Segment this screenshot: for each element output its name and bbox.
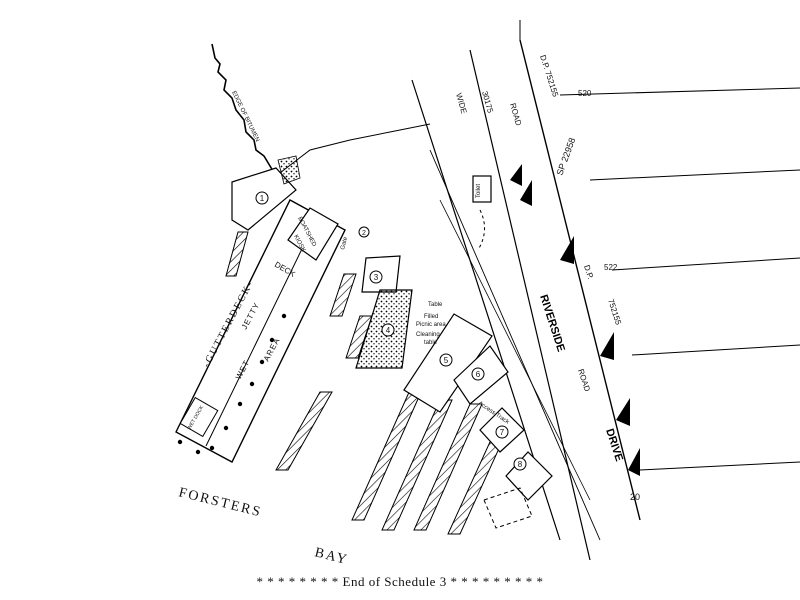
cleaning-label: Cleaning xyxy=(416,332,440,338)
gate-label: Gate xyxy=(340,236,349,251)
table-label: Table xyxy=(428,302,443,308)
dp-752155-top-label: D.P. 752155 xyxy=(538,54,560,99)
road-mid-label: ROAD xyxy=(576,368,592,393)
wet-dock-box xyxy=(179,396,219,438)
edge-of-bitumen-line xyxy=(275,123,431,177)
toilets-label: Toilet xyxy=(476,184,482,198)
lot-520-label: 520 xyxy=(578,89,592,98)
dp-752155-right-label: 752155 xyxy=(606,298,623,327)
road-top-label: ROAD xyxy=(508,102,523,127)
cleaning-table-label: table xyxy=(424,340,438,346)
riverside-label: RIVERSIDE xyxy=(537,293,567,353)
sp-22958-label: SP 22958 xyxy=(554,136,577,176)
marker-8: 8 xyxy=(518,460,523,469)
lot-522-label: 522 xyxy=(604,263,618,272)
edge-of-bitumen-label: EDGE OF BITUMEN xyxy=(230,90,260,143)
wide-label: WIDE xyxy=(454,92,468,115)
marker-7: 7 xyxy=(500,428,505,437)
dp-522-label: D.P. xyxy=(582,264,595,281)
jetty-inner-line xyxy=(205,215,319,447)
road-chevrons xyxy=(510,164,640,476)
marker-2: 2 xyxy=(362,230,366,237)
stipple-patch-top xyxy=(277,155,301,185)
jetty-bollards xyxy=(177,313,287,455)
hatched-strips xyxy=(225,231,513,535)
jetty-structure xyxy=(175,199,346,463)
marker-3: 3 xyxy=(374,273,379,282)
picnic-area-label: Picnic area xyxy=(416,322,446,328)
toilet-block xyxy=(472,175,492,203)
marker-1: 1 xyxy=(260,194,265,203)
forsters-label: FORSTERS xyxy=(177,485,263,520)
schedule-footer: * * * * * * * * End of Schedule 3 * * * … xyxy=(256,574,544,589)
shoreline xyxy=(211,43,277,177)
boatshed-kiosk xyxy=(287,207,339,261)
marker-5: 5 xyxy=(444,356,449,365)
marker-6: 6 xyxy=(476,370,481,379)
dashed-arc xyxy=(477,209,485,251)
lot-boundaries xyxy=(519,20,800,471)
bay-label: BAY xyxy=(313,545,350,568)
marker-4: 4 xyxy=(386,326,391,335)
lot-20-label: 20 xyxy=(630,492,640,502)
filled-label: Filled xyxy=(424,314,438,320)
